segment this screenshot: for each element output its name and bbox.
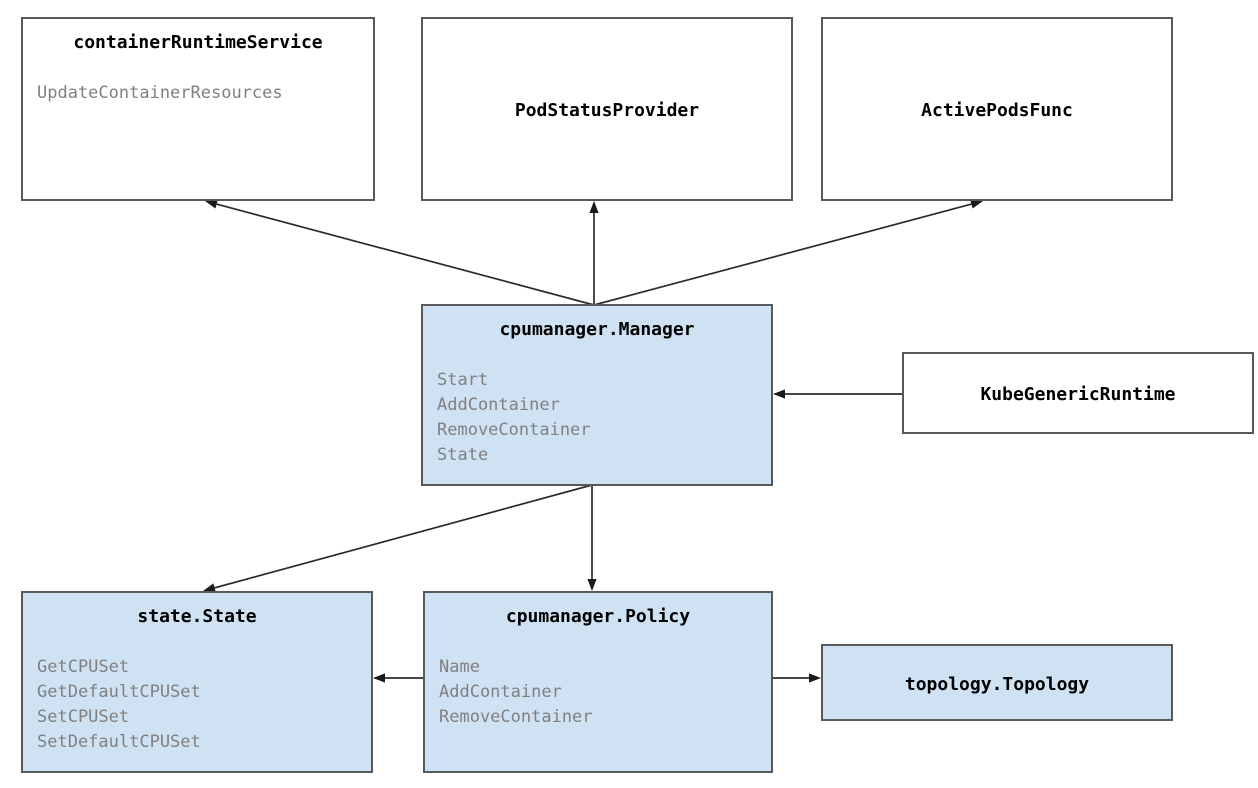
class-node-stateState[interactable]: state.StateGetCPUSetGetDefaultCPUSetSetC… xyxy=(21,591,373,773)
nodes-layer: containerRuntimeServiceUpdateContainerRe… xyxy=(21,17,1254,773)
class-node-method: RemoveContainer xyxy=(437,420,591,440)
class-node-topologyTopology[interactable]: topology.Topology xyxy=(821,644,1173,721)
class-node-title: ActivePodsFunc xyxy=(921,100,1073,121)
edge-manager-to-policy xyxy=(587,485,597,591)
class-node-frame xyxy=(821,17,1173,201)
class-node-frame xyxy=(21,591,373,773)
edge-kubeGenericRuntime-to-manager xyxy=(773,389,903,399)
edge-policy-to-stateState xyxy=(373,673,424,683)
class-node-PodStatusProvider[interactable]: PodStatusProvider xyxy=(421,17,793,201)
arrowhead-icon xyxy=(205,199,218,209)
arrowhead-icon xyxy=(773,389,785,399)
class-node-frame xyxy=(21,17,375,201)
edge-manager-to-stateState xyxy=(203,484,593,593)
class-node-title: state.State xyxy=(137,606,256,627)
class-node-method: Start xyxy=(437,370,488,390)
class-node-containerRuntimeService[interactable]: containerRuntimeServiceUpdateContainerRe… xyxy=(21,17,375,201)
class-node-method: AddContainer xyxy=(439,682,562,702)
edge-line xyxy=(212,484,593,590)
class-node-title: cpumanager.Manager xyxy=(499,319,694,340)
class-node-frame xyxy=(423,591,773,773)
class-node-method: GetDefaultCPUSet xyxy=(37,682,201,702)
edge-manager-to-containerRuntimeService xyxy=(205,199,595,306)
class-node-KubeGenericRuntime[interactable]: KubeGenericRuntime xyxy=(902,352,1254,434)
class-node-method: Name xyxy=(439,657,480,677)
arrowhead-icon xyxy=(587,579,597,591)
class-node-title: containerRuntimeService xyxy=(73,32,322,53)
edge-manager-to-activePodsFunc xyxy=(593,199,983,306)
arrowhead-icon xyxy=(589,201,599,213)
class-node-method: SetCPUSet xyxy=(37,707,129,727)
class-node-method: State xyxy=(437,445,488,465)
class-node-cpumanagerPolicy[interactable]: cpumanager.PolicyNameAddContainerRemoveC… xyxy=(423,591,773,773)
class-node-method: UpdateContainerResources xyxy=(37,83,283,103)
class-node-frame xyxy=(902,352,1254,434)
class-node-frame xyxy=(821,644,1173,721)
arrowhead-icon xyxy=(203,583,216,593)
class-node-title: cpumanager.Policy xyxy=(506,606,690,627)
arrowhead-icon xyxy=(373,673,385,683)
class-node-method: GetCPUSet xyxy=(37,657,129,677)
edge-line xyxy=(593,202,974,306)
class-node-frame xyxy=(421,304,773,486)
edge-manager-to-podStatusProvider xyxy=(589,201,599,305)
class-node-title: KubeGenericRuntime xyxy=(980,384,1175,405)
edge-line xyxy=(214,202,595,306)
edges-layer xyxy=(203,199,983,683)
class-node-ActivePodsFunc[interactable]: ActivePodsFunc xyxy=(821,17,1173,201)
class-node-method: AddContainer xyxy=(437,395,560,415)
class-node-title: PodStatusProvider xyxy=(515,100,699,121)
class-node-method: RemoveContainer xyxy=(439,707,593,727)
class-node-title: topology.Topology xyxy=(905,674,1089,695)
class-node-cpumanagerManager[interactable]: cpumanager.ManagerStartAddContainerRemov… xyxy=(421,304,773,486)
arrowhead-icon xyxy=(970,199,983,209)
arrowhead-icon xyxy=(809,673,821,683)
edge-policy-to-topologyTopology xyxy=(772,673,821,683)
class-node-frame xyxy=(421,17,793,201)
class-node-method: SetDefaultCPUSet xyxy=(37,732,201,752)
